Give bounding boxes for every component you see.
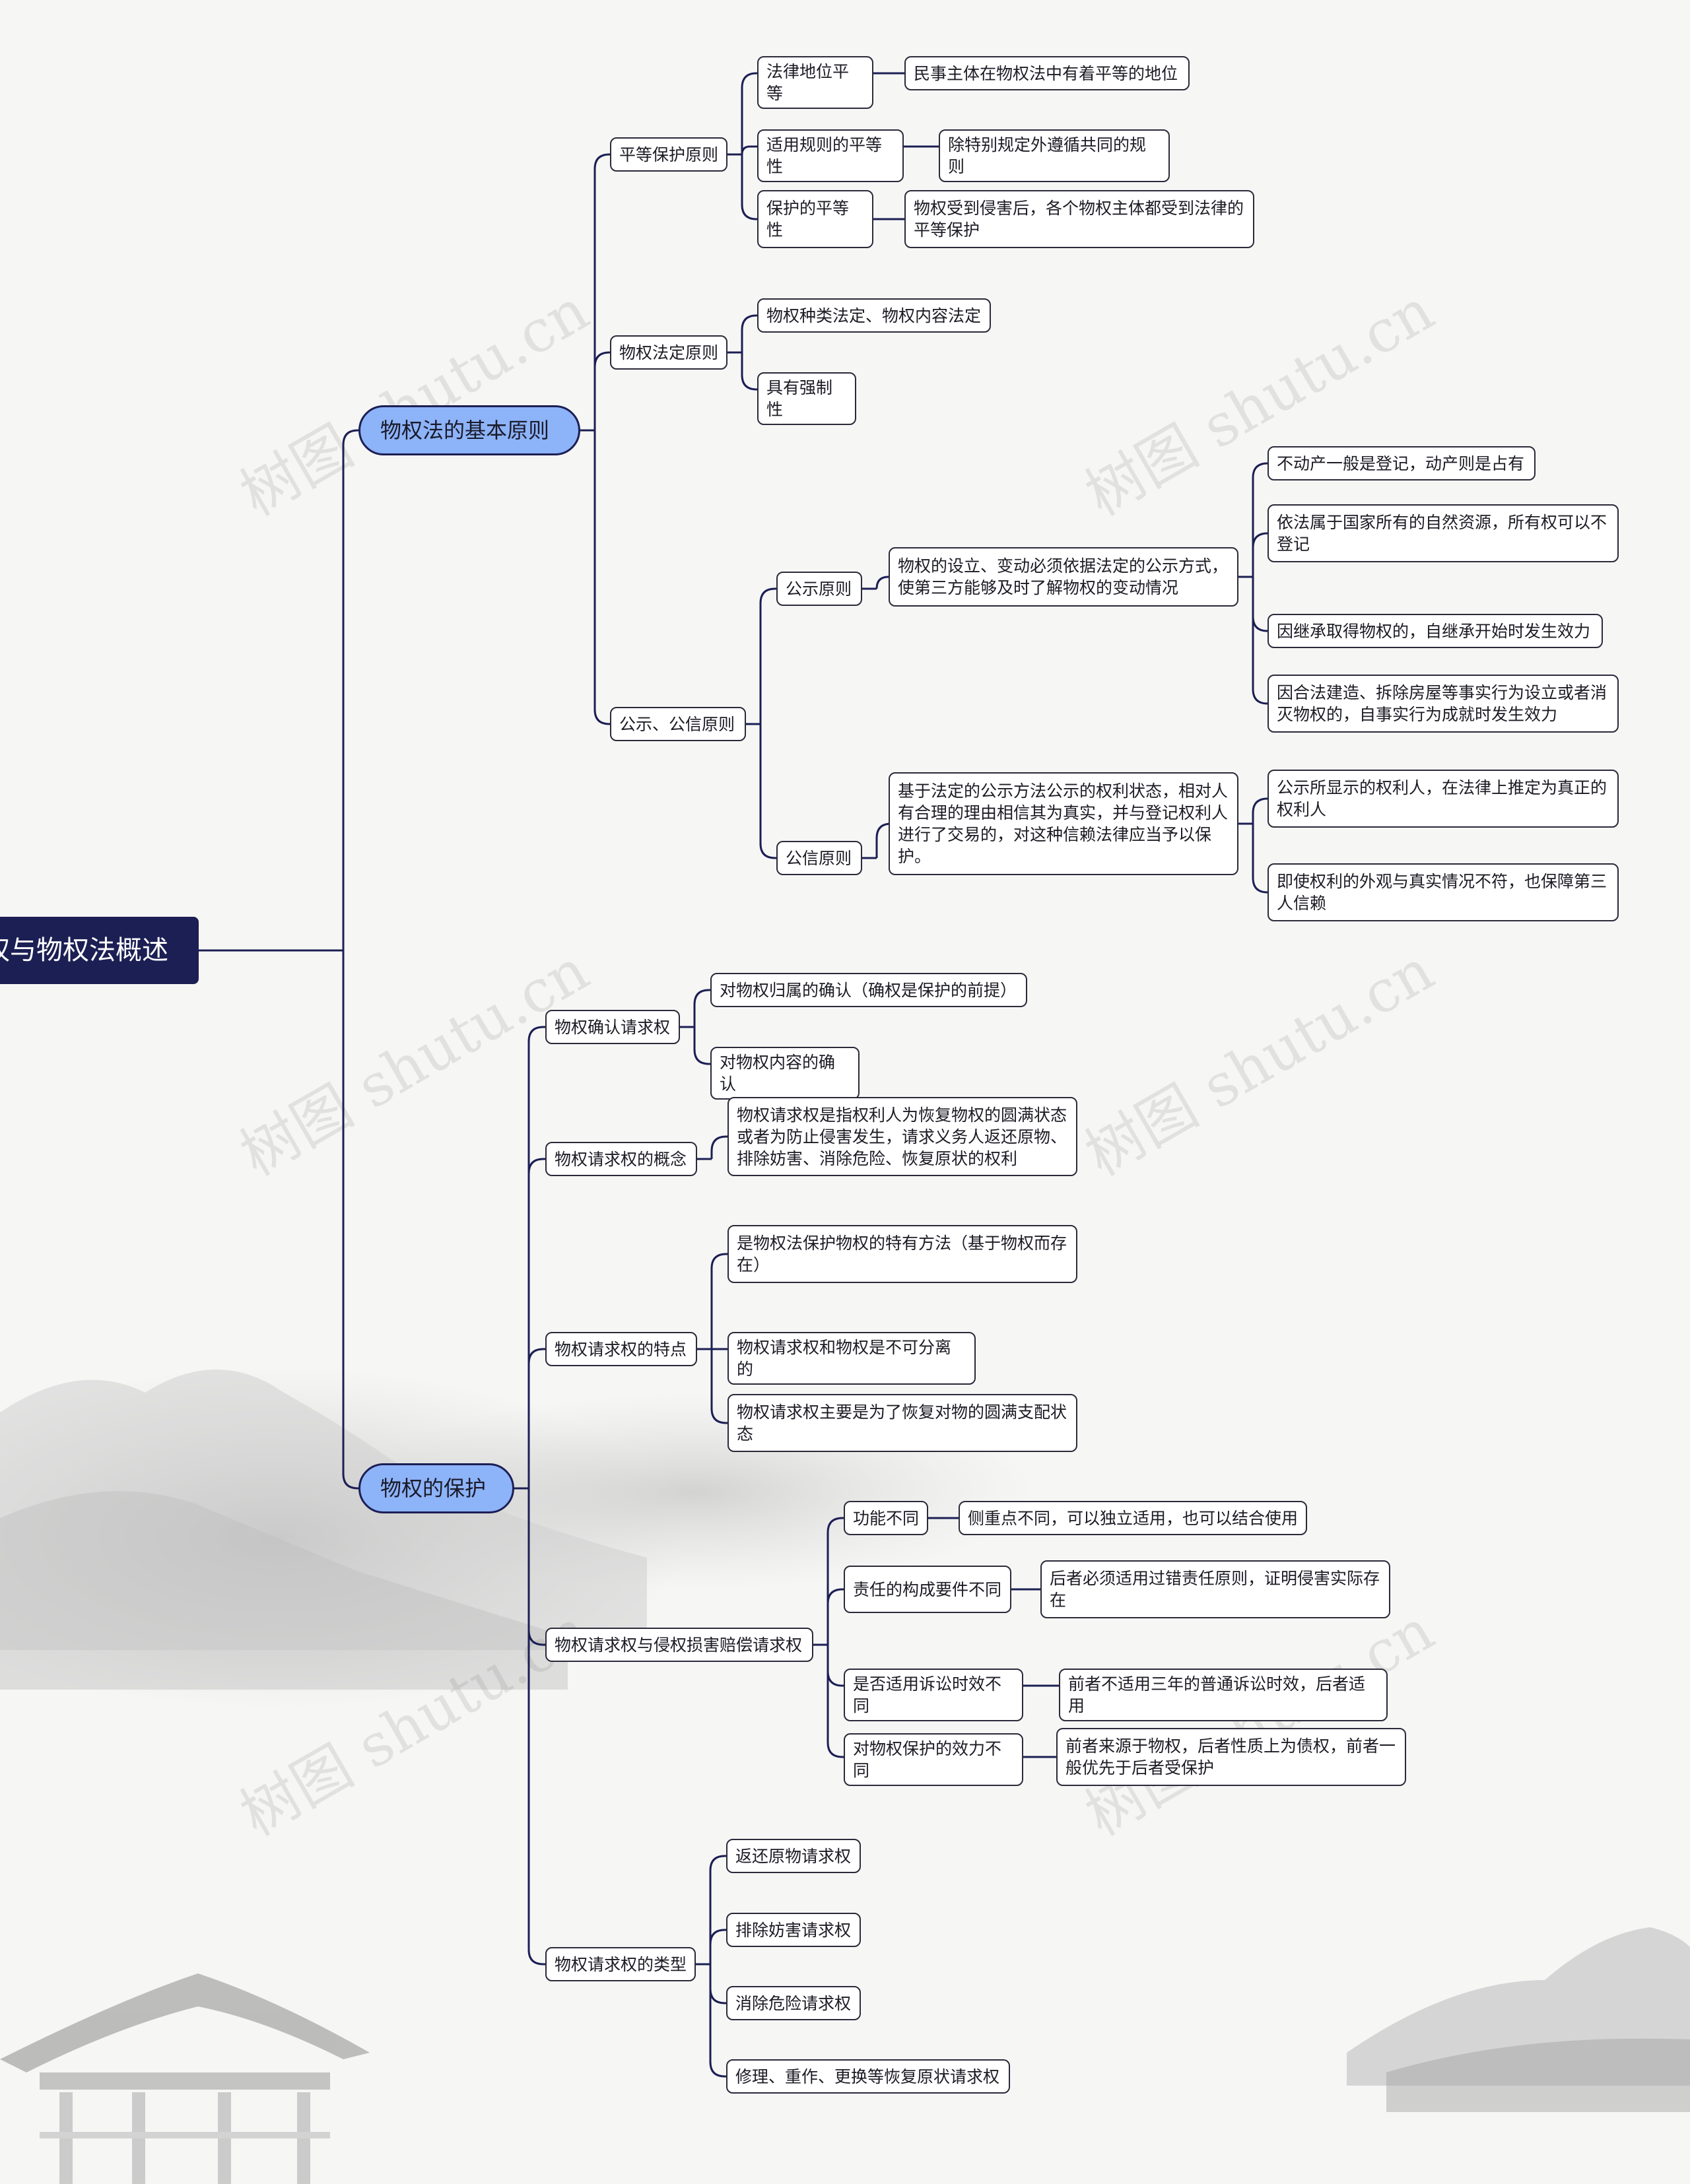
topic-node-level-2[interactable]: 物权请求权的概念 (545, 1142, 697, 1176)
topic-node-level-3[interactable]: 对物权归属的确认（确权是保护的前提） (710, 973, 1027, 1007)
topic-node-level-3[interactable]: 消除危险请求权 (726, 1986, 861, 2020)
topic-node-level-5[interactable]: 即使权利的外观与真实情况不符，也保障第三人信赖 (1268, 863, 1619, 921)
topic-node-level-3[interactable]: 公信原则 (776, 841, 862, 875)
topic-node-level-4[interactable]: 前者来源于物权，后者性质上为债权，前者一般优先于后者受保护 (1056, 1728, 1406, 1786)
topic-node-level-3[interactable]: 对物权保护的效力不同 (844, 1733, 1023, 1786)
topic-node-level-3[interactable]: 物权种类法定、物权内容法定 (757, 298, 991, 333)
topic-node-level-4[interactable]: 前者不适用三年的普通诉讼时效，后者适用 (1059, 1669, 1388, 1721)
topic-node-level-3[interactable]: 排除妨害请求权 (726, 1913, 861, 1947)
topic-node-level-5[interactable]: 因合法建造、拆除房屋等事实行为设立或者消灭物权的，自事实行为成就时发生效力 (1268, 675, 1619, 733)
root-topic[interactable]: 物权与物权法概述 (0, 917, 199, 984)
topic-node-level-3[interactable]: 修理、重作、更换等恢复原状请求权 (726, 2059, 1010, 2094)
topic-node-level-4[interactable]: 物权受到侵害后，各个物权主体都受到法律的平等保护 (904, 190, 1254, 248)
branch-topic[interactable]: 物权的保护 (358, 1463, 514, 1513)
topic-node-level-5[interactable]: 因继承取得物权的，自继承开始时发生效力 (1268, 614, 1603, 648)
topic-node-level-3[interactable]: 具有强制性 (757, 372, 856, 425)
topic-node-level-3[interactable]: 返还原物请求权 (726, 1839, 861, 1873)
topic-node-level-3[interactable]: 功能不同 (844, 1501, 928, 1535)
topic-node-level-3[interactable]: 是物权法保护物权的特有方法（基于物权而存在） (727, 1225, 1077, 1283)
topic-node-level-2[interactable]: 平等保护原则 (610, 137, 727, 172)
topic-node-level-4[interactable]: 物权的设立、变动必须依据法定的公示方式，使第三方能够及时了解物权的变动情况 (889, 547, 1238, 607)
topic-node-level-3[interactable]: 物权请求权和物权是不可分离的 (727, 1332, 976, 1385)
topic-node-level-4[interactable]: 民事主体在物权法中有着平等的地位 (904, 56, 1190, 90)
topic-node-level-3[interactable]: 适用规则的平等性 (757, 129, 904, 182)
topic-node-level-4[interactable]: 侧重点不同，可以独立适用，也可以结合使用 (959, 1501, 1307, 1535)
topic-node-level-5[interactable]: 不动产一般是登记，动产则是占有 (1268, 446, 1536, 480)
topic-node-level-5[interactable]: 公示所显示的权利人，在法律上推定为真正的权利人 (1268, 770, 1619, 828)
topic-node-level-2[interactable]: 物权请求权与侵权损害赔偿请求权 (545, 1628, 813, 1662)
topic-node-level-2[interactable]: 物权法定原则 (610, 335, 727, 370)
topic-node-level-3[interactable]: 责任的构成要件不同 (844, 1566, 1011, 1613)
topic-node-level-2[interactable]: 物权请求权的特点 (545, 1332, 697, 1366)
topic-node-level-4[interactable]: 除特别规定外遵循共同的规则 (939, 129, 1170, 182)
topic-node-level-4[interactable]: 后者必须适用过错责任原则，证明侵害实际存在 (1040, 1560, 1390, 1618)
topic-node-level-3[interactable]: 保护的平等性 (757, 190, 873, 248)
topic-node-level-3[interactable]: 是否适用诉讼时效不同 (844, 1669, 1023, 1721)
topic-node-level-5[interactable]: 依法属于国家所有的自然资源，所有权可以不登记 (1268, 504, 1619, 562)
topic-node-level-2[interactable]: 物权请求权的类型 (545, 1947, 696, 1981)
topic-node-level-3[interactable]: 物权请求权主要是为了恢复对物的圆满支配状态 (727, 1394, 1077, 1452)
branch-topic[interactable]: 物权法的基本原则 (358, 405, 580, 455)
topic-node-level-3[interactable]: 物权请求权是指权利人为恢复物权的圆满状态或者为防止侵害发生，请求义务人返还原物、… (727, 1097, 1077, 1176)
topic-node-level-4[interactable]: 基于法定的公示方法公示的权利状态，相对人有合理的理由相信其为真实，并与登记权利人… (889, 772, 1238, 875)
topic-node-level-3[interactable]: 公示原则 (776, 572, 862, 606)
topic-node-level-3[interactable]: 法律地位平等 (757, 56, 873, 109)
topic-node-level-2[interactable]: 物权确认请求权 (545, 1010, 680, 1044)
topic-node-level-3[interactable]: 对物权内容的确认 (710, 1047, 860, 1100)
topic-node-level-2[interactable]: 公示、公信原则 (610, 707, 746, 741)
